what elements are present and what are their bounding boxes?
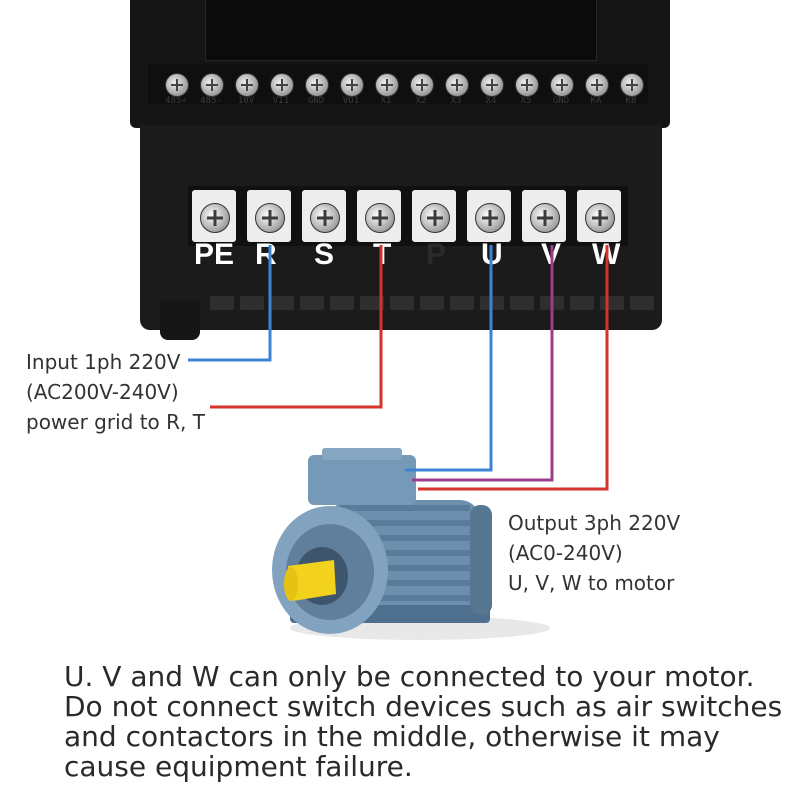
control-terminal-screw xyxy=(550,73,574,97)
power-terminal-screw xyxy=(310,203,340,233)
terminal-label-s: S xyxy=(314,238,335,271)
warning-line3: and contactors in the middle, otherwise … xyxy=(64,720,720,753)
wire-output-w xyxy=(418,245,609,491)
control-terminal-label: 10V xyxy=(237,96,255,106)
control-terminal-screw xyxy=(235,73,259,97)
vent-slot xyxy=(330,296,354,310)
vent-slot xyxy=(630,296,654,310)
control-terminal-screw xyxy=(165,73,189,97)
control-terminal-label: 485- xyxy=(200,96,222,106)
warning-line1: U. V and W can only be connected to your… xyxy=(64,660,755,693)
warning-text: U. V and W can only be connected to your… xyxy=(64,662,784,782)
control-terminal-screw xyxy=(515,73,539,97)
vent-slot xyxy=(240,296,264,310)
motor-illustration xyxy=(272,448,550,640)
control-terminal-screw xyxy=(480,73,504,97)
terminal-label-pe: PE xyxy=(194,238,235,271)
input-note: Input 1ph 220V (AC200V-240V) power grid … xyxy=(26,347,205,437)
control-terminal-screw xyxy=(340,73,364,97)
warning-line4: cause equipment failure. xyxy=(64,750,413,783)
control-terminal-label: X4 xyxy=(485,96,497,106)
control-terminal-label: GND xyxy=(552,96,570,106)
wire-output-u xyxy=(405,245,493,472)
control-terminal-screw xyxy=(200,73,224,97)
output-note-line2: (AC0-240V) xyxy=(508,541,623,565)
control-terminal-screw xyxy=(305,73,329,97)
power-terminal-screw xyxy=(420,203,450,233)
control-terminal-label: VO1 xyxy=(342,96,360,106)
control-terminal-label: VI1 xyxy=(272,96,290,106)
control-terminal-screw xyxy=(445,73,469,97)
power-terminal-screw xyxy=(530,203,560,233)
power-terminal-screw xyxy=(200,203,230,233)
control-terminal-screw xyxy=(620,73,644,97)
vent-slot xyxy=(570,296,594,310)
power-terminal-screw xyxy=(585,203,615,233)
control-terminal-screw xyxy=(375,73,399,97)
vent-slot xyxy=(360,296,384,310)
vent-slot xyxy=(510,296,534,310)
inverter-mount-foot xyxy=(160,300,200,340)
input-note-line2: (AC200V-240V) xyxy=(26,380,179,404)
control-terminal-label: X3 xyxy=(450,96,462,106)
control-terminal-label: 485+ xyxy=(165,96,187,106)
control-terminal-screw xyxy=(410,73,434,97)
output-note: Output 3ph 220V (AC0-240V) U, V, W to mo… xyxy=(508,508,680,598)
vent-slot xyxy=(420,296,444,310)
terminal-label-p: P xyxy=(426,238,447,271)
wire-input-t xyxy=(210,245,383,409)
wire-output-v xyxy=(412,245,554,482)
control-terminal-screw xyxy=(585,73,609,97)
power-terminal-screw xyxy=(475,203,505,233)
wire-input-r xyxy=(188,245,272,362)
vent-slot xyxy=(270,296,294,310)
warning-line2: Do not connect switch devices such as ai… xyxy=(64,690,783,723)
control-terminal-label: GND xyxy=(307,96,325,106)
power-terminal-screw xyxy=(255,203,285,233)
output-note-line1: Output 3ph 220V xyxy=(508,511,681,535)
vent-slot xyxy=(300,296,324,310)
vent-slot xyxy=(210,296,234,310)
input-note-line1: Input 1ph 220V xyxy=(26,350,181,374)
control-terminal-label: X5 xyxy=(520,96,532,106)
control-terminal-label: X1 xyxy=(380,96,392,106)
control-terminal-label: KB xyxy=(625,96,637,106)
vent-slot xyxy=(450,296,474,310)
inverter-display-panel xyxy=(205,0,597,61)
power-terminal-screw xyxy=(365,203,395,233)
output-note-line3: U, V, W to motor xyxy=(508,571,675,595)
input-note-line3: power grid to R, T xyxy=(26,410,205,434)
vent-slot xyxy=(390,296,414,310)
control-terminal-label: KA xyxy=(590,96,602,106)
control-terminal-screw xyxy=(270,73,294,97)
control-terminal-label: X2 xyxy=(415,96,427,106)
